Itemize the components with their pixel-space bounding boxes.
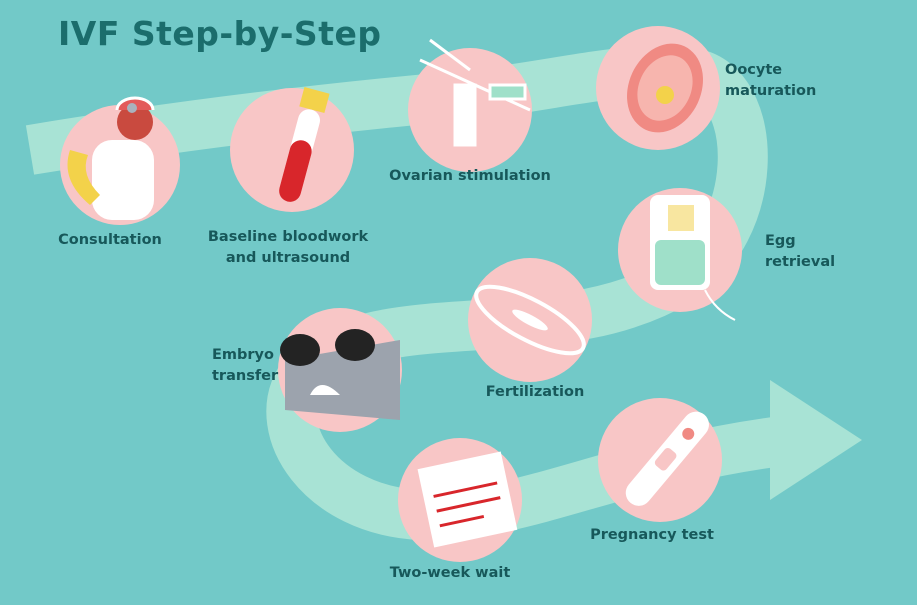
step-label-oocyte-maturation: Oocyte maturation [725, 60, 816, 102]
label-line: maturation [725, 83, 817, 99]
label-line: and ultrasound [225, 250, 351, 266]
syringe-icon [419, 38, 531, 147]
label-line: Baseline bloodwork [207, 229, 369, 245]
arrow-head-icon [770, 380, 862, 500]
step-label-egg-retrieval: Egg retrieval [765, 231, 835, 273]
calendar-icon [417, 451, 518, 548]
step-label-fertilization: Fertilization [485, 384, 585, 400]
iv-bag-icon [650, 195, 736, 321]
doctor-phone-icon [67, 96, 155, 220]
label-line: Oocyte [725, 62, 783, 78]
page-title: IVF Step-by-Step [58, 14, 382, 53]
stirrups-icon [280, 329, 400, 420]
step-label-ovarian-stimulation: Ovarian stimulation [389, 168, 551, 184]
label-line: Embryo [212, 347, 274, 363]
blood-tube-icon [279, 87, 330, 202]
step-label-baseline: Baseline bloodwork and ultrasound [208, 227, 368, 269]
step-label-embryo-transfer: Embryo transfer [212, 345, 278, 387]
label-line: retrieval [765, 254, 836, 270]
step-label-pregnancy-test: Pregnancy test [590, 527, 714, 543]
label-line: transfer [212, 368, 279, 384]
petri-dish-icon [474, 284, 586, 356]
pregnancy-test-icon [625, 411, 709, 506]
label-line: Egg [765, 233, 796, 249]
step-label-consultation: Consultation [58, 232, 162, 248]
oocyte-icon [627, 43, 703, 133]
step-label-two-week-wait: Two-week wait [389, 565, 511, 581]
